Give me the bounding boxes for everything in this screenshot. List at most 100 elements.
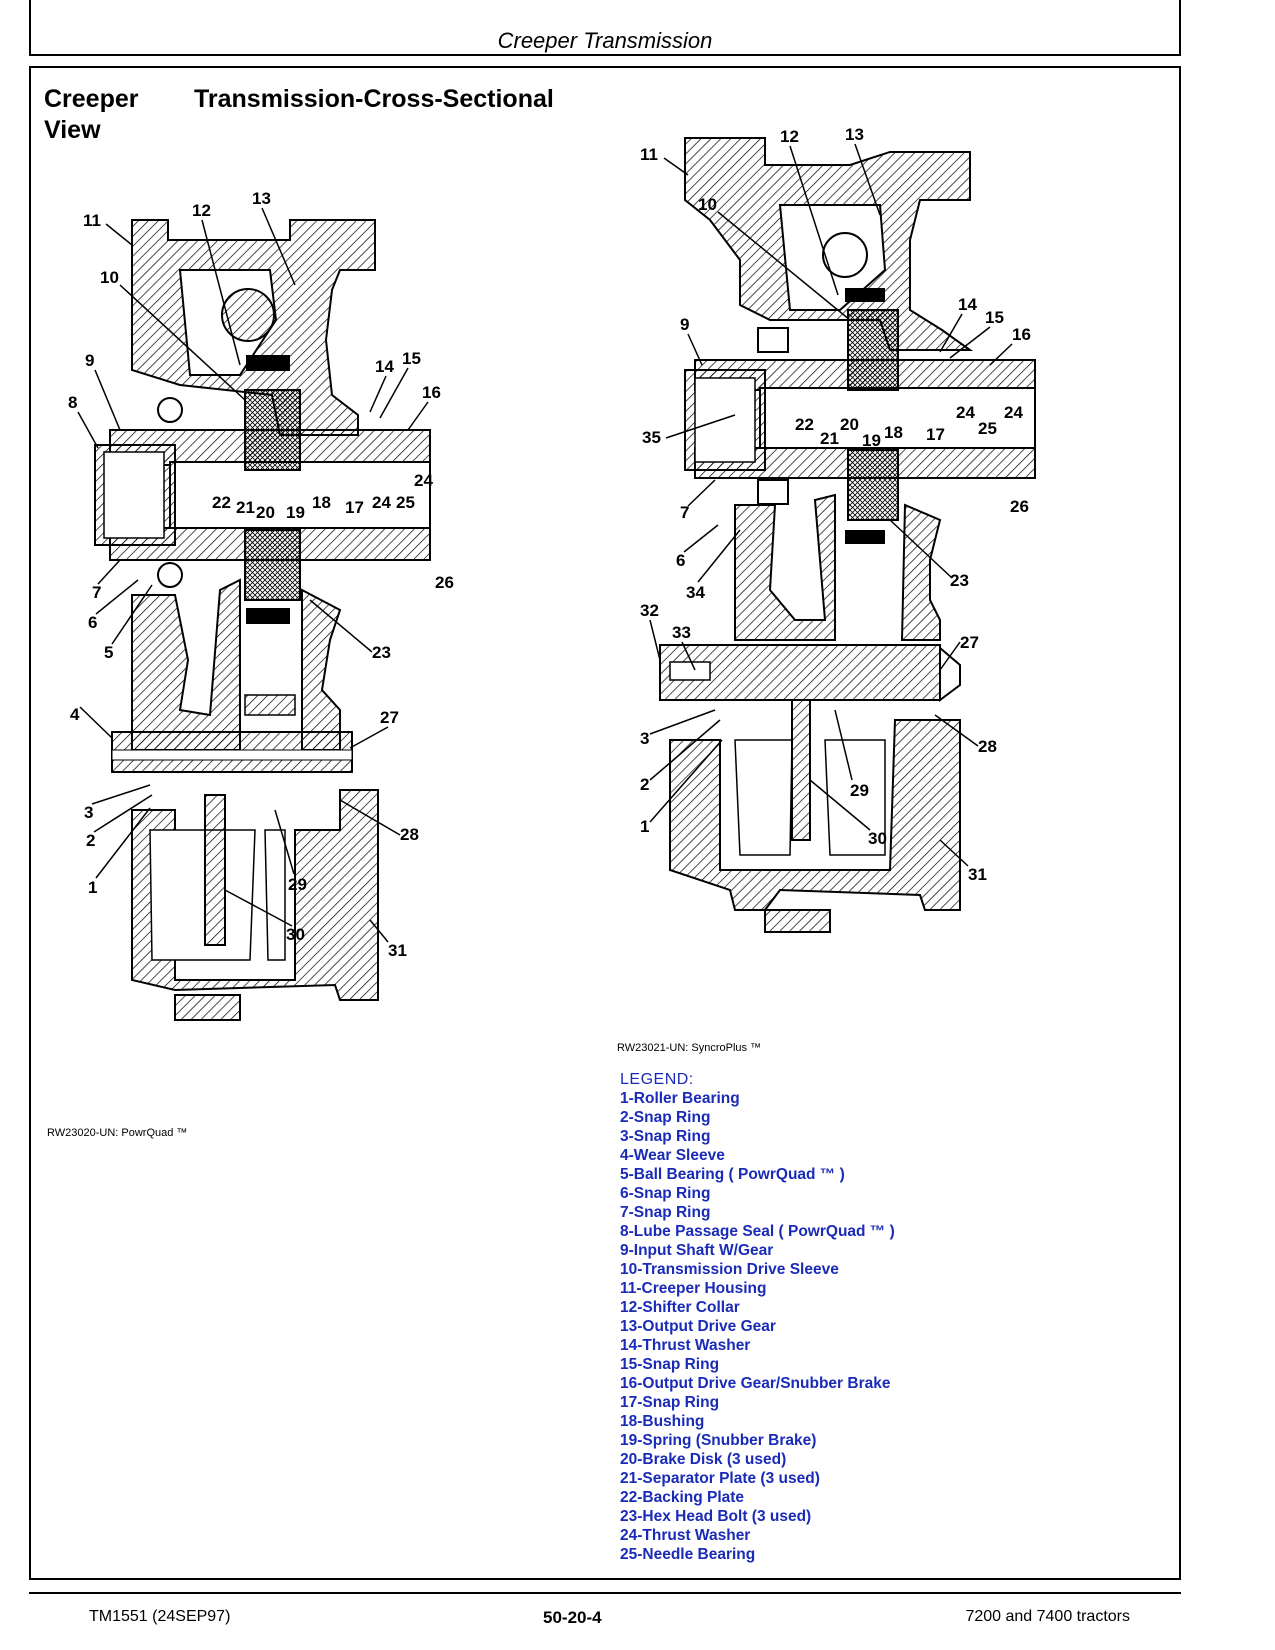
label-23: 23 xyxy=(372,643,391,662)
label-6: 6 xyxy=(676,551,685,570)
label-20: 20 xyxy=(840,415,859,434)
left-figure-labels: 11 12 13 10 9 8 14 15 16 22 21 20 19 18 … xyxy=(68,190,454,960)
label-24b: 24 xyxy=(414,471,433,490)
label-16: 16 xyxy=(1012,325,1031,344)
label-3: 3 xyxy=(84,803,93,822)
label-21: 21 xyxy=(236,498,255,517)
label-27: 27 xyxy=(960,633,979,652)
label-7: 7 xyxy=(680,503,689,522)
label-21: 21 xyxy=(820,429,839,448)
label-10: 10 xyxy=(698,195,717,214)
label-12: 12 xyxy=(780,127,799,146)
lower-gears xyxy=(659,493,961,702)
legend-item: 23-Hex Head Bolt (3 used) xyxy=(620,1508,812,1525)
legend-item: 14-Thrust Washer xyxy=(620,1337,751,1354)
label-23: 23 xyxy=(950,571,969,590)
footer-page-number: 50-20-4 xyxy=(543,1608,602,1627)
label-29: 29 xyxy=(850,781,869,800)
legend-item: 9-Input Shaft W/Gear xyxy=(620,1242,774,1259)
label-17: 17 xyxy=(926,425,945,444)
label-22: 22 xyxy=(212,493,231,512)
legend-item: 17-Snap Ring xyxy=(620,1394,720,1411)
syncroplus-cross-section-figure: 11 12 13 10 9 14 15 16 22 21 20 19 18 17… xyxy=(640,125,1036,933)
right-figure-caption: RW23021-UN: SyncroPlus ™ xyxy=(617,1042,762,1054)
label-33: 33 xyxy=(672,623,691,642)
shaft-assembly xyxy=(684,288,1036,544)
legend-item: 16-Output Drive Gear/Snubber Brake xyxy=(620,1375,891,1392)
page-title-line2: View xyxy=(44,116,101,144)
legend-item: 3-Snap Ring xyxy=(620,1128,711,1145)
label-32: 32 xyxy=(640,601,659,620)
label-1: 1 xyxy=(640,817,649,836)
label-18: 18 xyxy=(884,423,903,442)
left-figure-caption: RW23020-UN: PowrQuad ™ xyxy=(47,1127,188,1139)
shaft-assembly xyxy=(94,355,431,624)
label-15: 15 xyxy=(985,308,1004,327)
legend-item: 11-Creeper Housing xyxy=(620,1280,767,1297)
legend-item: 4-Wear Sleeve xyxy=(620,1147,725,1164)
legend-item: 8-Lube Passage Seal ( PowrQuad ™ ) xyxy=(620,1223,895,1240)
label-14: 14 xyxy=(375,357,394,376)
label-6: 6 xyxy=(88,613,97,632)
label-13: 13 xyxy=(845,125,864,144)
label-2: 2 xyxy=(86,831,95,850)
label-24b: 24 xyxy=(1004,403,1023,422)
label-28: 28 xyxy=(978,737,997,756)
legend-item: 1-Roller Bearing xyxy=(620,1090,740,1107)
label-35: 35 xyxy=(642,428,661,447)
label-3: 3 xyxy=(640,729,649,748)
label-16: 16 xyxy=(422,383,441,402)
label-19: 19 xyxy=(286,503,305,522)
label-31: 31 xyxy=(968,865,987,884)
label-25: 25 xyxy=(396,493,415,512)
label-1: 1 xyxy=(88,878,97,897)
label-26: 26 xyxy=(435,573,454,592)
legend-title: LEGEND: xyxy=(620,1071,694,1088)
left-leader-lines xyxy=(77,207,429,943)
label-7: 7 xyxy=(92,583,101,602)
label-10: 10 xyxy=(100,268,119,287)
powrquad-cross-section-figure: 11 12 13 10 9 8 14 15 16 22 21 20 19 18 … xyxy=(68,190,454,1021)
label-11: 11 xyxy=(83,211,101,230)
label-8: 8 xyxy=(68,393,77,412)
page-title-line1b: Transmission-Cross-Sectional xyxy=(194,85,554,113)
footer-doc-id: TM1551 (24SEP97) xyxy=(89,1608,231,1625)
legend-item: 12-Shifter Collar xyxy=(620,1299,740,1316)
label-11: 11 xyxy=(640,145,658,164)
label-31: 31 xyxy=(388,941,407,960)
legend-item: 7-Snap Ring xyxy=(620,1204,711,1221)
legend-item: 18-Bushing xyxy=(620,1413,705,1430)
label-30: 30 xyxy=(868,829,887,848)
label-34: 34 xyxy=(686,583,705,602)
legend: LEGEND: 1-Roller Bearing 2-Snap Ring 3-S… xyxy=(620,1070,895,1564)
label-29: 29 xyxy=(288,875,307,894)
legend-item: 21-Separator Plate (3 used) xyxy=(620,1470,820,1487)
label-18: 18 xyxy=(312,493,331,512)
label-4: 4 xyxy=(70,705,80,724)
page-title-line1: Creeper xyxy=(44,85,139,113)
label-9: 9 xyxy=(85,351,94,370)
label-15: 15 xyxy=(402,349,421,368)
label-19: 19 xyxy=(862,431,881,450)
label-2: 2 xyxy=(640,775,649,794)
legend-item: 24-Thrust Washer xyxy=(620,1527,751,1544)
label-28: 28 xyxy=(400,825,419,844)
label-5: 5 xyxy=(104,643,113,662)
legend-item: 10-Transmission Drive Sleeve xyxy=(620,1261,839,1278)
content-box xyxy=(29,66,1181,1580)
label-30: 30 xyxy=(286,925,305,944)
label-17: 17 xyxy=(345,498,364,517)
label-24: 24 xyxy=(956,403,975,422)
legend-item: 19-Spring (Snubber Brake) xyxy=(620,1432,817,1449)
housing-bottom xyxy=(669,699,961,933)
label-22: 22 xyxy=(795,415,814,434)
legend-item: 22-Backing Plate xyxy=(620,1489,745,1506)
legend-item: 6-Snap Ring xyxy=(620,1185,711,1202)
label-9: 9 xyxy=(680,315,689,334)
housing-top xyxy=(131,219,376,436)
label-12: 12 xyxy=(192,201,211,220)
page-title: Creeper Transmission-Cross-Sectional Vie… xyxy=(44,84,554,146)
label-27: 27 xyxy=(380,708,399,727)
label-14: 14 xyxy=(958,295,977,314)
header-title: Creeper Transmission xyxy=(497,28,713,53)
